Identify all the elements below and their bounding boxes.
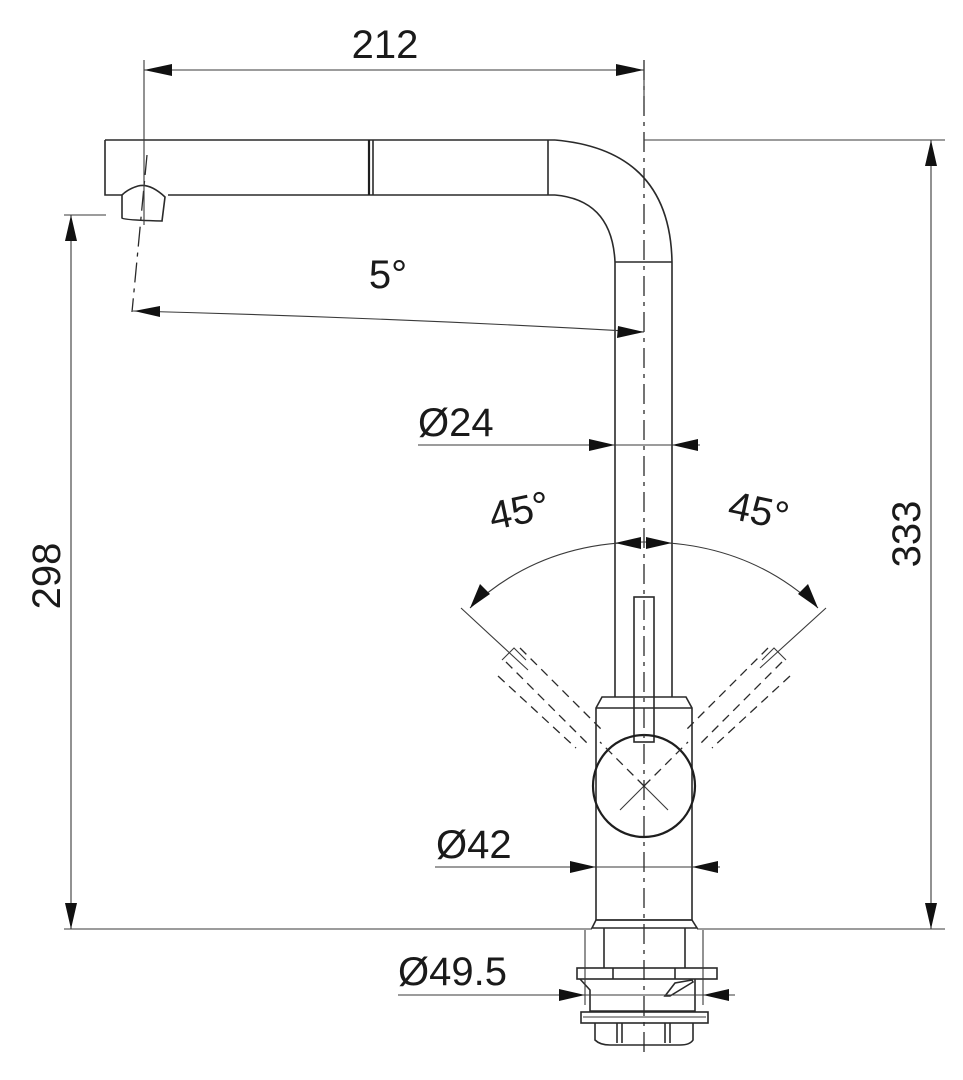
dim-total-height-label: 333 [885,501,929,568]
dim-base-diameter: Ø49.5 [398,930,735,1005]
dim-spout-diameter-label: Ø24 [418,401,494,445]
dim-body-diameter: Ø42 [435,823,720,873]
spout-axis-tilted [131,154,148,313]
faucet-outline [104,139,718,1046]
dim-spout-reach: 212 [144,23,644,76]
dim-body-diameter-label: Ø42 [436,823,512,867]
dim-spout-tilt: 5° [132,253,645,338]
spout-bend [554,139,673,263]
lever-swing-left [460,607,603,749]
dim-spout-reach-label: 212 [352,23,419,67]
dim-spout-height-label: 298 [25,543,69,610]
dim-spout-height: 298 [25,214,592,930]
aerator-nozzle [121,184,166,222]
center-lines [131,60,645,1055]
lever-handle [633,596,655,743]
lever-swing-right [685,607,827,749]
dim-spout-tilt-label: 5° [369,253,407,297]
spout-arm [104,139,555,196]
mounting-connector [576,928,718,1046]
dim-lever-right-angle-label: 45° [725,483,793,539]
dim-base-diameter-label: Ø49.5 [398,950,507,994]
body-base [590,919,699,929]
dim-lever-left-angle-label: 45° [485,483,553,539]
dim-spout-diameter: Ø24 [418,401,700,451]
dim-total-height: 333 [644,139,945,930]
